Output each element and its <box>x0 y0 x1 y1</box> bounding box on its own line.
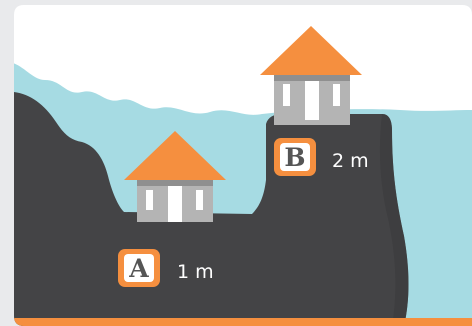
house-a-window-right <box>196 190 203 210</box>
label-b-height: 2 m <box>332 150 369 172</box>
label-b-letter: B <box>284 143 305 172</box>
house-a-window-left <box>146 190 153 210</box>
house-a-door <box>168 186 182 222</box>
label-a-height: 1 m <box>177 261 214 283</box>
house-b-roof-shadow <box>274 75 350 81</box>
house-a-roof-shadow <box>137 180 213 186</box>
label-a-letter: A <box>128 254 149 283</box>
house-b-window-left <box>283 84 290 106</box>
house-b-window-right <box>333 84 340 106</box>
house-b-door <box>305 80 319 120</box>
bottom-stripe <box>14 318 472 326</box>
